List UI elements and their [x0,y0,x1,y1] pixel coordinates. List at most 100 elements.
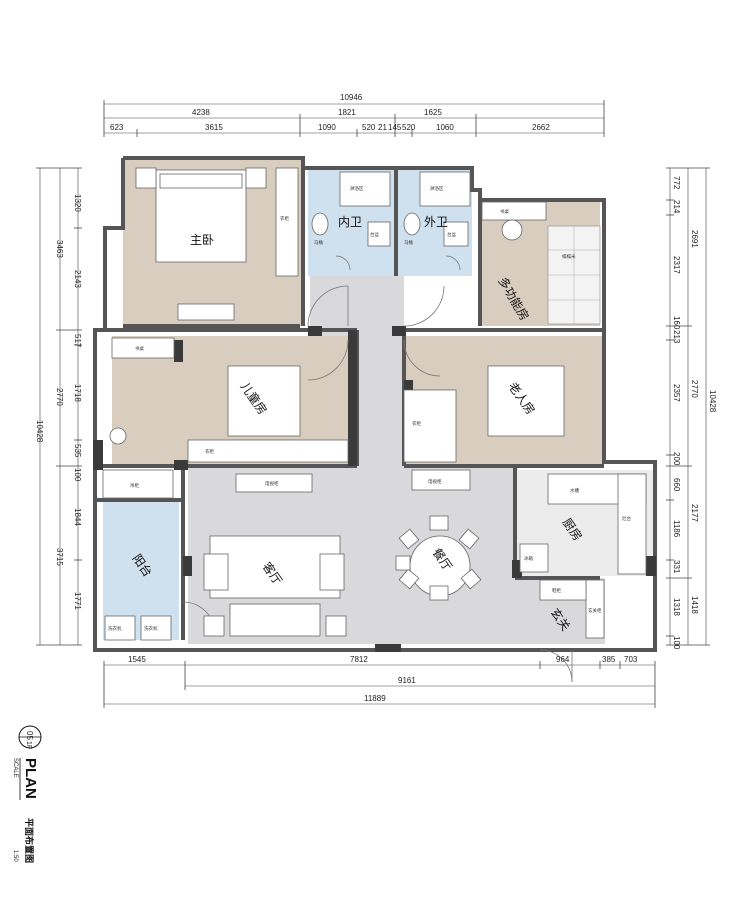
furniture [102,167,647,641]
dim-right-i11: 100 [672,636,681,650]
side-table-right [325,615,347,637]
label-tv-elder: 电视柜 [428,478,442,485]
dim-left-i1: 2143 [73,270,82,288]
master-tv [177,303,235,321]
room-name-inner-bath: 内卫 [338,215,362,229]
label-basin-outer: 台盆 [447,231,456,238]
label-stove: 灶台 [622,515,631,522]
label-toilet-inner: 马桶 [314,239,323,246]
dim-top-r3-4: 21 [378,123,387,132]
dim-right-g3: 1418 [690,596,699,614]
dim-right-i3: 160 [672,316,681,330]
multi-desk [481,201,547,221]
inner-toilet [311,212,329,236]
room-name-master: 主卧 [190,233,214,247]
label-tatami: 榻榻米 [562,253,576,260]
title-badge-top: 05 [25,731,34,740]
kids-bed [227,365,301,437]
chair-6 [460,568,482,590]
outer-shower [419,171,471,207]
dim-right-i1: 214 [672,200,681,214]
dim-right-i9: 331 [672,560,681,574]
label-wardrobe-master: 衣柜 [280,215,289,222]
room-name-outer-bath: 外卫 [424,215,448,229]
dim-right-i6: 200 [672,452,681,466]
dims-left: 10428 3463 2770 3715 1320 2143 517 1718 … [35,194,82,610]
dim-right-g1: 2770 [690,380,699,398]
label-shoe-cabinet: 鞋柜 [552,587,561,594]
label-basin-inner: 台盆 [370,231,379,238]
dim-right-i8: 1186 [672,520,681,538]
label-desk-multi: 书桌 [500,208,509,215]
label-tv-living: 电视柜 [265,480,279,487]
dimension-lines [39,103,707,705]
dim-left-i0: 1320 [73,194,82,212]
tatami-grid [548,226,600,324]
title-badge-bottom: 1F [25,741,32,749]
label-toilet-outer: 马桶 [404,239,413,246]
dim-right-i7: 660 [672,478,681,492]
master-pillows [159,173,243,189]
outer-toilet [403,212,421,236]
title-main: PLAN [22,758,39,799]
dims-bottom: 1545 7812 964 385 703 9161 11889 [128,655,638,703]
title-ratio: 1:50 [12,850,18,862]
master-nightstand-left [135,167,157,189]
kids-chair [109,427,127,445]
dim-bottom-r1-2: 964 [556,655,570,664]
dim-left-g0: 3463 [55,240,64,258]
dim-right-i5: 2357 [672,384,681,402]
dim-right-g0: 2691 [690,230,699,248]
label-shower-outer: 淋浴区 [430,185,444,192]
walls [93,156,657,652]
tv-cabinet [235,473,313,493]
dim-left-g1: 2770 [55,388,64,406]
dim-bottom-r1-3: 385 [602,655,616,664]
wall-blocks [93,326,656,652]
dim-left-i6: 1844 [73,508,82,526]
shoe-cabinet [539,579,587,601]
dim-top-r2-0: 4238 [192,108,210,117]
dim-left-i3: 1718 [73,384,82,402]
dim-top-r3-1: 3615 [205,123,223,132]
dim-top-r3-8: 2662 [532,123,550,132]
dim-top-total: 10946 [340,93,363,102]
dims-right: 10428 2691 2770 2177 1418 772 214 2317 1… [672,176,717,650]
chair-1 [429,515,449,531]
label-wardrobe-elder: 衣柜 [412,420,421,427]
multi-chair [501,219,523,241]
dim-right-g2: 2177 [690,504,699,522]
armchair-right [319,553,345,591]
dim-top-r3-2: 1090 [318,123,336,132]
master-wardrobe [275,167,299,277]
dim-top-r3-7: 1060 [436,123,454,132]
side-table-left [203,615,225,637]
dim-right-outer: 10428 [708,390,717,413]
inner-shower [339,171,391,207]
sofa-bottom [229,603,321,637]
label-sink: 水槽 [570,487,579,494]
inner-basin [367,221,391,247]
elder-tv [411,469,471,491]
kitchen-fridge [519,543,549,573]
dimension-ticks [36,100,710,708]
armchair-left [203,553,229,591]
dim-left-i7: 1771 [73,592,82,610]
chair-3 [398,528,420,550]
dim-top-r3-6: 520 [402,123,416,132]
dims-top: 10946 4238 1821 1625 623 3615 1090 520 2… [110,93,550,132]
balcony-cabinet [102,469,174,499]
dim-bottom-r2: 9161 [398,676,416,685]
label-entry-cab: 玄关柜 [588,607,602,614]
chair-4 [458,528,480,550]
sofa-main [209,535,341,599]
dim-left-outer: 10428 [35,420,44,443]
label-washer-1: 洗衣机 [108,625,122,632]
elder-wardrobe [403,389,457,463]
label-desk-kids: 书桌 [135,345,144,352]
chair-7 [395,555,411,571]
kids-wardrobe [187,439,349,463]
title-chinese: 平面布置图 [24,818,35,863]
dim-left-i2: 517 [73,334,82,348]
dim-top-r2-1: 1821 [338,108,356,117]
